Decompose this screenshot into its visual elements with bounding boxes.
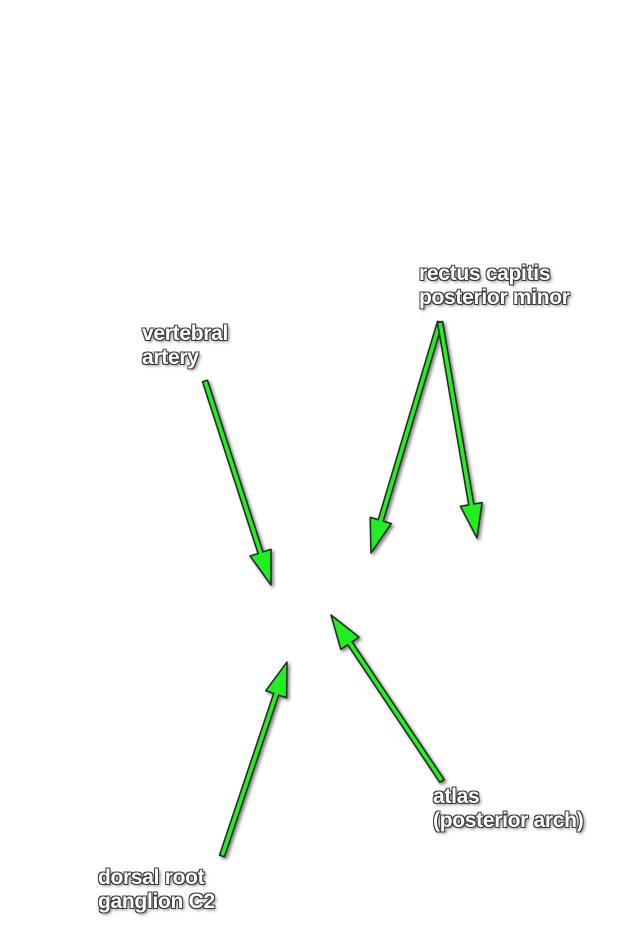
- arrow-rectus-capitis-left: [369, 320, 444, 554]
- label-rectus-capitis-posterior-minor: rectus capitis posterior minor: [419, 262, 570, 310]
- label-atlas-posterior-arch: atlas (posterior arch): [433, 785, 584, 833]
- label-vertebral-artery-line2: artery: [142, 346, 199, 369]
- label-rectus-capitis-line1: rectus capitis: [419, 262, 551, 285]
- label-dorsal-root-line1: dorsal root: [98, 866, 205, 889]
- arrow-dorsal-root: [218, 661, 288, 858]
- arrow-atlas: [330, 614, 446, 784]
- label-vertebral-artery: vertebral artery: [142, 322, 228, 370]
- label-dorsal-root-line2: ganglion C2: [98, 890, 215, 913]
- arrow-rectus-capitis-right: [436, 320, 483, 539]
- label-vertebral-artery-line1: vertebral: [142, 322, 229, 345]
- label-rectus-capitis-line2: posterior minor: [419, 286, 570, 309]
- arrow-vertebral-artery: [201, 379, 272, 586]
- label-dorsal-root-ganglion-c2: dorsal root ganglion C2: [98, 866, 215, 914]
- label-atlas-line1: atlas: [433, 785, 480, 808]
- label-atlas-line2: (posterior arch): [433, 809, 584, 832]
- arrow-group: [201, 320, 483, 858]
